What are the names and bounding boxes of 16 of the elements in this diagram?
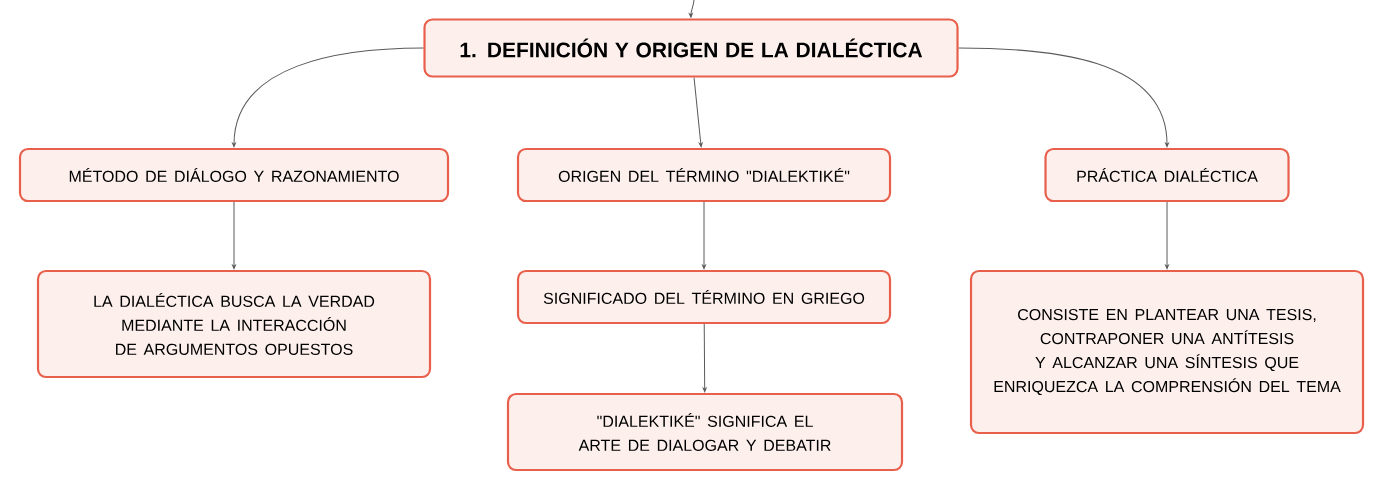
topic-box: "DIALEKTIKÉ" SIGNIFICA EL ARTE DE DIALOGAR Y DEBATIR — [506, 392, 904, 472]
topic-box: MÉTODO DE DIÁLOGO Y RAZONAMIENTO — [18, 147, 450, 203]
arrow — [1165, 201, 1169, 270]
topic-box: LA DIALÉCTICA BUSCA LA VERDAD MEDIANTE LA INTERACCIÓN DE ARGUMENTOS OPUESTOS — [36, 269, 432, 379]
topic-box: ORIGEN DEL TÉRMINO "DIALEKTIKÉ" — [516, 147, 892, 203]
topic-box: PRÁCTICA DIALÉCTICA — [1044, 147, 1290, 203]
topic-box: CONSISTE EN PLANTEAR UNA TESIS, CONTRAPONER UNA ANTÍTESIS Y ALCANZAR UNA SÍNTESIS QUE ENRIQUEZCA LA COMPRENSIÓN DEL TEMA — [969, 269, 1365, 435]
arrow — [232, 47, 424, 148]
arrow — [232, 201, 236, 270]
arrow — [702, 201, 706, 270]
arrow — [693, 77, 703, 148]
arrow — [702, 323, 707, 393]
title-box: 1. DEFINICIÓN Y ORIGEN DE LA DIALÉCTICA — [423, 18, 959, 78]
arrow — [689, 0, 695, 18]
arrow — [958, 47, 1169, 148]
topic-box: SIGNIFICADO DEL TÉRMINO EN GRIEGO — [516, 269, 892, 325]
